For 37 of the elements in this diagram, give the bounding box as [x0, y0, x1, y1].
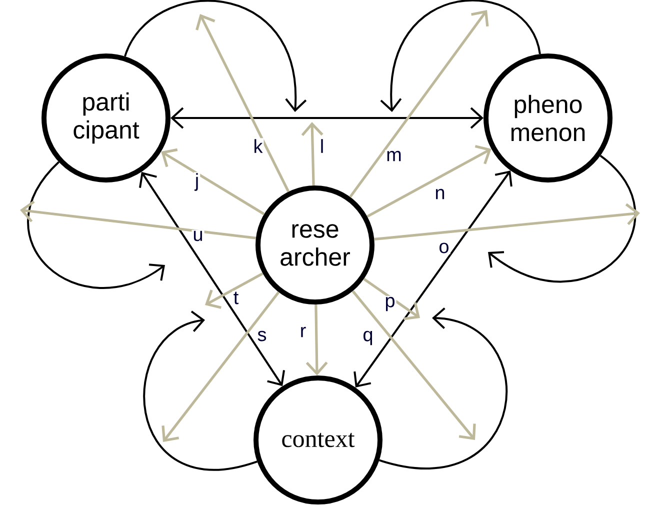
edge-label: m	[385, 150, 403, 162]
edge-label: s	[256, 330, 268, 342]
arrow	[366, 145, 492, 218]
curved-arrow	[379, 307, 508, 469]
arrow	[162, 291, 280, 442]
arrow	[306, 304, 328, 376]
edge-label: r	[298, 326, 308, 338]
edge-label: q	[362, 330, 374, 346]
curved-arrow	[380, 0, 541, 112]
circle-node: parti cipant	[42, 54, 170, 182]
arrow	[363, 278, 420, 320]
arrow	[139, 172, 285, 386]
arrow	[354, 170, 512, 388]
curved-arrow	[27, 161, 165, 289]
arrow	[301, 122, 324, 186]
edge-label: j	[194, 172, 200, 192]
arrow	[161, 148, 265, 216]
edge-label: l	[318, 138, 326, 154]
arrow	[20, 200, 256, 240]
edge-label: p	[384, 296, 396, 312]
circle-node: context	[254, 376, 382, 504]
arrow	[196, 14, 290, 192]
edge-label: t	[232, 290, 240, 306]
circle-node: rese archer	[256, 186, 374, 304]
curved-arrow	[488, 154, 636, 283]
edge-label: n	[434, 188, 446, 200]
edge-label: u	[192, 230, 204, 242]
arrow	[352, 290, 476, 440]
circle-node: pheno menon	[484, 54, 612, 182]
arrow	[205, 272, 264, 309]
arrow	[170, 107, 484, 129]
arrow	[374, 203, 640, 240]
edge-label: k	[252, 138, 264, 154]
curved-arrow	[124, 0, 307, 112]
curved-arrow	[143, 310, 258, 470]
arrow	[349, 10, 489, 198]
edge-label: o	[438, 242, 450, 254]
